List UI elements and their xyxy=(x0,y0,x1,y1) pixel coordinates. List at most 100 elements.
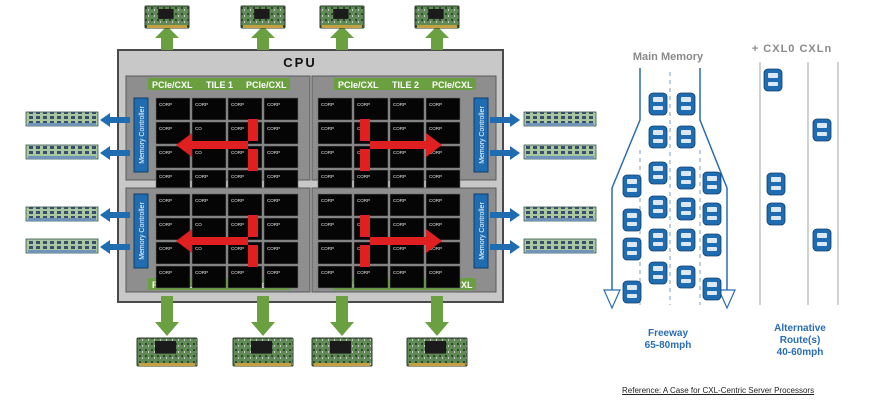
car-windshield xyxy=(681,202,691,207)
card-chip xyxy=(251,341,272,354)
core xyxy=(227,97,263,121)
core-label: CORP xyxy=(321,150,334,155)
tile-io-right-label: PCIe/CXL xyxy=(246,80,287,90)
pcie-cxl-bar xyxy=(148,78,290,90)
car-icon xyxy=(648,228,668,252)
core-label: CORP xyxy=(267,222,280,227)
car-body xyxy=(676,228,696,252)
pcie-card-icon xyxy=(144,5,190,29)
core xyxy=(317,193,353,217)
car-body xyxy=(676,265,696,289)
car-rear-window xyxy=(653,139,663,143)
car-body xyxy=(763,68,783,92)
core-label: CO xyxy=(195,222,202,227)
car-body xyxy=(622,280,642,304)
car-icon xyxy=(622,237,642,261)
dimm-icon xyxy=(25,238,99,254)
car-windshield xyxy=(653,130,663,135)
car-windshield xyxy=(653,266,663,271)
core xyxy=(389,97,425,121)
car-body xyxy=(648,125,668,149)
core-label: CORP xyxy=(159,270,172,275)
freeway-edge-right xyxy=(699,68,728,305)
dimm-icon xyxy=(523,111,597,127)
car-body xyxy=(676,197,696,221)
tile-name: TILE 2 xyxy=(392,80,419,90)
car-rear-window xyxy=(627,251,637,255)
car-rear-window xyxy=(771,216,781,220)
core-label: CORP xyxy=(321,222,334,227)
card-chip xyxy=(330,341,351,354)
core xyxy=(425,265,461,289)
dimm-contacts xyxy=(526,123,594,126)
core-label: CORP xyxy=(357,270,370,275)
dimm-icon xyxy=(25,206,99,222)
core xyxy=(317,97,353,121)
memory-controller xyxy=(473,193,489,269)
core xyxy=(389,265,425,289)
car-rear-window xyxy=(768,82,778,86)
blue-memory-arrow-right xyxy=(490,208,520,222)
core-label: CORP xyxy=(267,198,280,203)
core-label: CORP xyxy=(195,270,208,275)
car-rear-window xyxy=(817,242,827,246)
core-label: CORP xyxy=(321,174,334,179)
core xyxy=(317,121,353,145)
dimm-contacts xyxy=(526,250,594,253)
dimm-icon xyxy=(523,144,597,160)
card-chip xyxy=(428,9,444,19)
blue-memory-arrow-left xyxy=(100,240,130,254)
memory-controller xyxy=(133,97,149,173)
red-flow-arrow xyxy=(176,119,258,171)
core xyxy=(155,193,191,217)
core xyxy=(263,121,299,145)
car-windshield xyxy=(771,177,781,182)
car-icon xyxy=(622,174,642,198)
car-icon xyxy=(622,280,642,304)
core-label: CORP xyxy=(267,246,280,251)
core-label: CORP xyxy=(393,270,406,275)
core-label: CORP xyxy=(159,126,172,131)
car-rear-window xyxy=(653,242,663,246)
core xyxy=(317,265,353,289)
card-chip xyxy=(425,341,446,354)
core-label: CORP xyxy=(231,270,244,275)
car-body xyxy=(622,208,642,232)
core-label: CORP xyxy=(393,246,406,251)
car-body xyxy=(702,171,722,195)
car-icon xyxy=(648,92,668,116)
memory-controller-label: Memory Controller xyxy=(139,106,146,164)
core-label: CORP xyxy=(231,150,244,155)
core-label: CORP xyxy=(321,270,334,275)
card-edge-connector xyxy=(322,25,362,28)
car-icon xyxy=(702,202,722,226)
car-icon xyxy=(648,195,668,219)
core-label: CORP xyxy=(159,222,172,227)
car-icon xyxy=(766,202,786,226)
core-label: CORP xyxy=(321,198,334,203)
blue-memory-arrow-left xyxy=(100,113,130,127)
car-icon xyxy=(702,277,722,301)
core xyxy=(263,97,299,121)
dimm-icon xyxy=(25,144,99,160)
car-windshield xyxy=(653,166,663,171)
dimm-contacts xyxy=(28,250,96,253)
car-rear-window xyxy=(653,275,663,279)
car-windshield xyxy=(707,207,717,212)
core xyxy=(263,145,299,169)
car-rear-window xyxy=(627,222,637,226)
core-label: CORP xyxy=(195,174,208,179)
core-label: CORP xyxy=(357,102,370,107)
car-body xyxy=(812,228,832,252)
core-label: CORP xyxy=(429,102,442,107)
core xyxy=(263,265,299,289)
car-icon xyxy=(766,172,786,196)
car-rear-window xyxy=(681,180,691,184)
car-rear-window xyxy=(707,185,717,189)
car-body xyxy=(702,233,722,257)
car-windshield xyxy=(817,233,827,238)
core xyxy=(389,193,425,217)
car-windshield xyxy=(681,130,691,135)
car-icon xyxy=(676,125,696,149)
